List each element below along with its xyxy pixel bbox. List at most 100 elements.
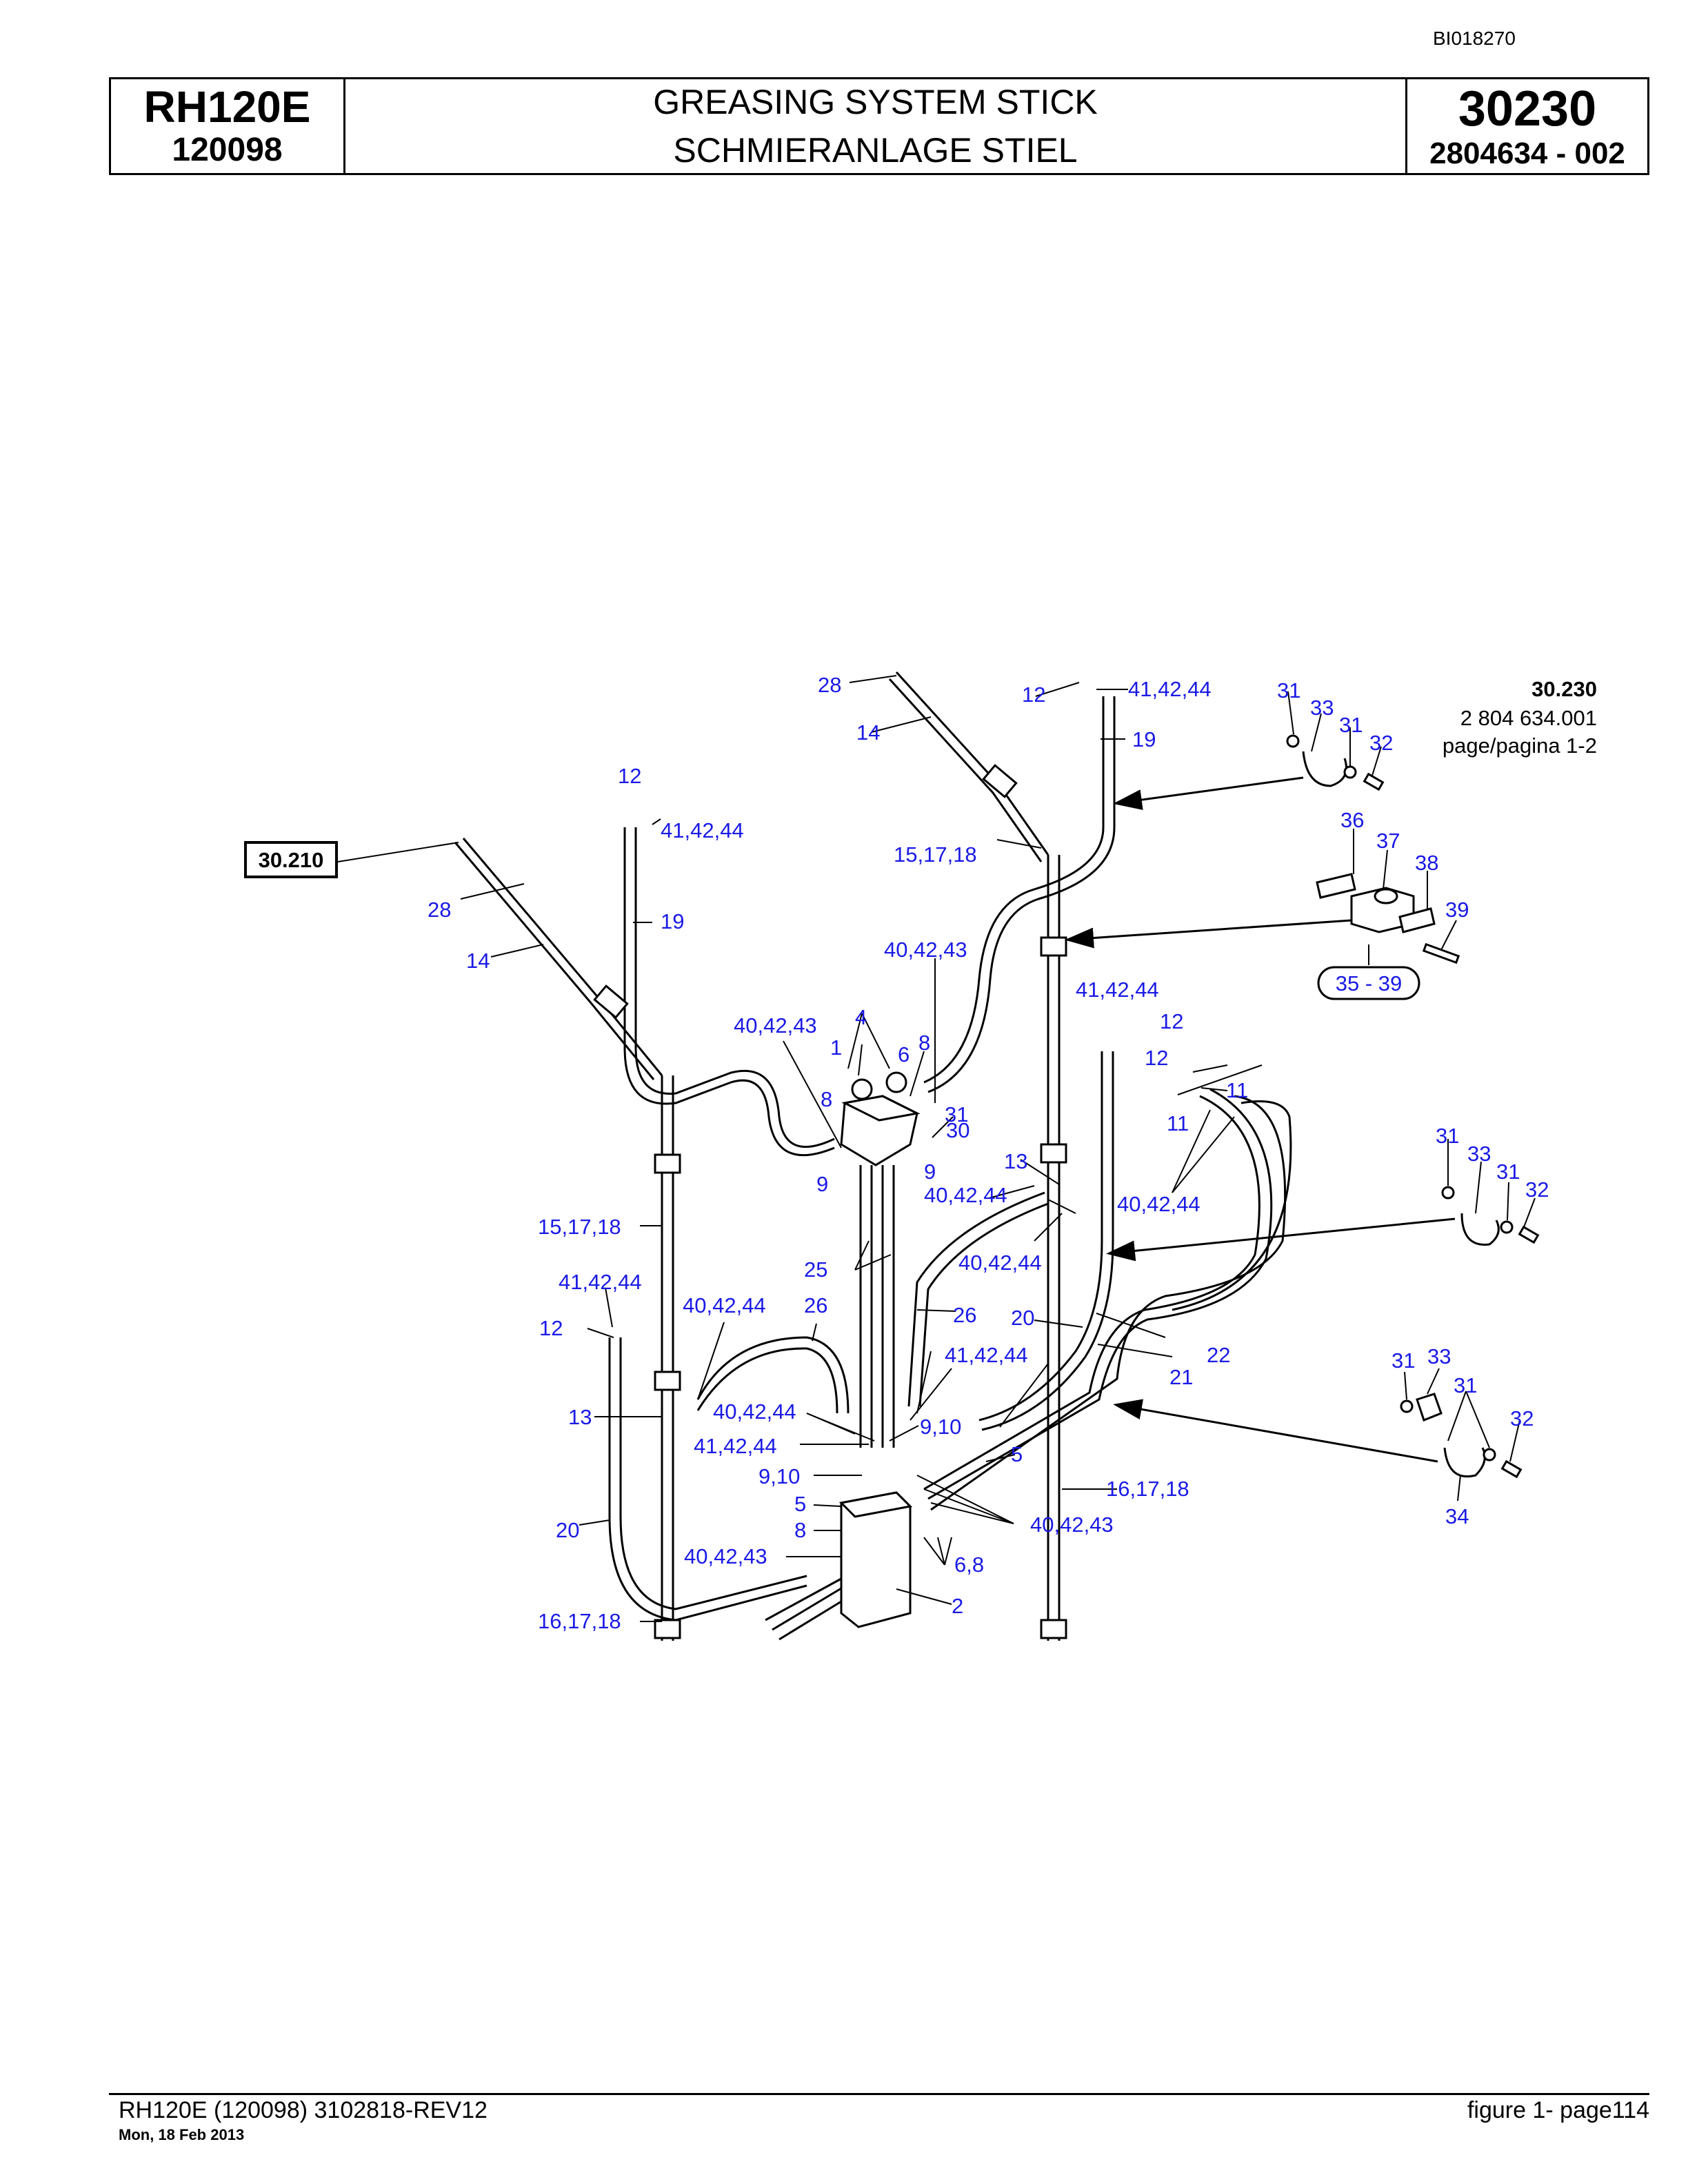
label-38: 38 [1415, 851, 1438, 875]
group-number: 30230 [1458, 81, 1597, 136]
label-11: 11 [1167, 1111, 1189, 1135]
parts-diagram: 30.230 2 804 634.001 page/pagina 1-2 30.… [244, 671, 1597, 1641]
label-31: 31 [1454, 1373, 1477, 1397]
reference-link-label: 30.210 [259, 848, 324, 872]
label-6-8: 6,8 [954, 1553, 984, 1577]
label-4: 4 [855, 1005, 867, 1029]
label-9-10: 9,10 [920, 1415, 961, 1439]
label-16-17-18: 16,17,18 [538, 1609, 621, 1633]
clamp-detail-lower [1400, 1393, 1523, 1479]
label-12: 12 [1145, 1046, 1168, 1070]
label-41-42-44: 41,42,44 [694, 1434, 777, 1458]
label-33: 33 [1467, 1142, 1491, 1166]
label-40-42-44: 40,42,44 [683, 1293, 766, 1317]
label-12: 12 [1022, 682, 1045, 707]
label-41-42-44: 41,42,44 [1128, 677, 1212, 701]
model-cell: RH120E 120098 [111, 79, 345, 173]
title-cell: GREASING SYSTEM STICK SCHMIERANLAGE STIE… [345, 79, 1407, 173]
label-16-17-18: 16,17,18 [1106, 1477, 1189, 1501]
serial-number: 120098 [172, 132, 283, 168]
label-41-42-44: 41,42,44 [1076, 978, 1159, 1002]
label-28: 28 [818, 673, 841, 697]
label-32: 32 [1510, 1406, 1534, 1430]
label-12: 12 [539, 1316, 563, 1340]
label-39: 39 [1445, 898, 1469, 922]
label-19: 19 [661, 909, 684, 933]
label-33: 33 [1427, 1344, 1451, 1368]
label-34: 34 [1445, 1504, 1469, 1528]
label-41-42-44: 41,42,44 [945, 1343, 1028, 1367]
title-german: SCHMIERANLAGE STIEL [673, 131, 1078, 170]
range-box [1317, 966, 1420, 1000]
title-english: GREASING SYSTEM STICK [653, 83, 1098, 121]
clamp-detail-middle [1441, 1186, 1540, 1246]
label-9: 9 [816, 1172, 828, 1196]
document-id: BI018270 [1433, 28, 1516, 49]
label-14: 14 [856, 720, 880, 745]
label-31: 31 [1436, 1124, 1459, 1148]
label-31: 31 [945, 1102, 968, 1126]
label-13: 13 [568, 1405, 592, 1429]
label-28: 28 [428, 898, 451, 922]
label-40-42-44: 40,42,44 [958, 1251, 1042, 1275]
label-40-42-43: 40,42,43 [684, 1544, 767, 1568]
label-41-42-44: 41,42,44 [559, 1270, 642, 1294]
label-40-42-44: 40,42,44 [1117, 1192, 1200, 1216]
label-40-42-43: 40,42,43 [884, 938, 967, 962]
callout-labels: 28 14 12 41,42,44 19 15,17,18 40,42,43 4… [428, 673, 1549, 1633]
label-31: 31 [1496, 1160, 1520, 1184]
label-21: 21 [1169, 1365, 1193, 1389]
label-31: 31 [1277, 678, 1300, 702]
clamp-detail-block [1316, 873, 1460, 964]
label-11: 11 [1226, 1078, 1248, 1102]
range-box-label: 35 - 39 [1336, 971, 1403, 995]
pipe-clamps [593, 764, 1067, 1639]
label-32: 32 [1369, 731, 1393, 755]
distributor-block-upper [840, 1071, 921, 1166]
footer-date: Mon, 18 Feb 2013 [119, 2126, 245, 2143]
label-26: 26 [953, 1303, 976, 1327]
reference-number: 2 804 634.001 [1460, 706, 1597, 730]
label-20: 20 [556, 1518, 579, 1542]
label-9: 9 [924, 1160, 936, 1184]
label-40-42-43: 40,42,43 [734, 1013, 817, 1038]
label-32: 32 [1525, 1177, 1549, 1202]
part-number: 2804634 - 002 [1429, 136, 1625, 170]
label-26: 26 [804, 1293, 827, 1317]
reference-pages: page/pagina 1-2 [1443, 734, 1597, 758]
label-40-42-43: 40,42,43 [1030, 1513, 1114, 1537]
label-5: 5 [794, 1492, 806, 1516]
footer-page-info: figure 1- page114 [1467, 2097, 1649, 2123]
model-name: RH120E [143, 82, 311, 132]
label-15-17-18: 15,17,18 [538, 1215, 621, 1239]
leader-lines [337, 675, 1536, 1622]
reference-link-box[interactable] [244, 841, 338, 878]
title-block: RH120E 120098 GREASING SYSTEM STICK SCHM… [109, 77, 1649, 175]
footer-document-info: RH120E (120098) 3102818-REV12 [119, 2097, 488, 2123]
label-31: 31 [1339, 713, 1363, 737]
label-33: 33 [1310, 696, 1334, 720]
label-20: 20 [1011, 1306, 1034, 1330]
label-36: 36 [1340, 808, 1364, 832]
label-8: 8 [794, 1518, 806, 1542]
reference-arrows [1065, 776, 1456, 1463]
label-8: 8 [821, 1087, 832, 1111]
label-12: 12 [618, 764, 641, 788]
label-40-42-44: 40,42,44 [924, 1183, 1007, 1207]
label-22: 22 [1207, 1343, 1230, 1367]
label-25: 25 [804, 1257, 827, 1282]
label-5: 5 [1011, 1442, 1023, 1466]
reference-group: 30.230 [1531, 677, 1597, 701]
label-9-10: 9,10 [758, 1464, 800, 1488]
label-8: 8 [918, 1031, 930, 1055]
label-1: 1 [830, 1035, 842, 1060]
label-37: 37 [1376, 829, 1400, 853]
label-12: 12 [1160, 1009, 1183, 1033]
label-2: 2 [952, 1594, 963, 1618]
label-41-42-44: 41,42,44 [661, 818, 744, 842]
label-30: 30 [946, 1118, 969, 1142]
label-19: 19 [1132, 727, 1156, 751]
group-cell: 30230 2804634 - 002 [1407, 79, 1647, 173]
label-14: 14 [466, 949, 490, 973]
label-31: 31 [1391, 1348, 1415, 1373]
